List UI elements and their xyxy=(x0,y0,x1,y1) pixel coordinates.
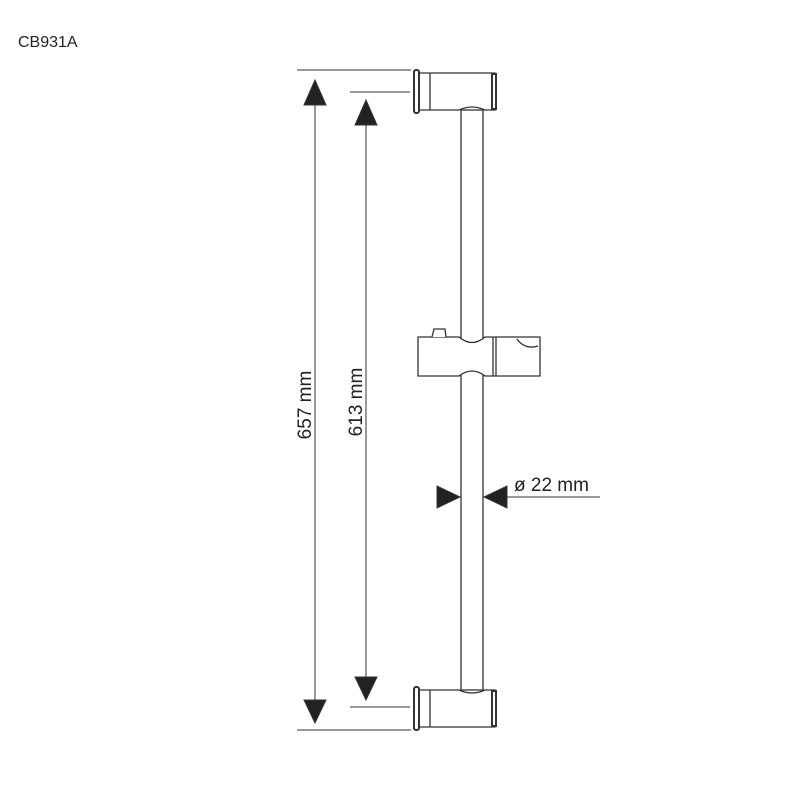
dimension-total-length xyxy=(297,69,411,731)
top-wall-bracket xyxy=(413,69,497,114)
dimension-center-distance xyxy=(350,91,410,708)
total-length-label: 657 mm xyxy=(295,371,316,440)
model-code: CB931A xyxy=(18,34,78,51)
dimension-bar-diameter xyxy=(436,485,600,509)
slide-bar xyxy=(460,109,484,691)
handset-slider xyxy=(417,328,541,377)
bar-diameter-label: ø 22 mm xyxy=(514,475,589,496)
bottom-wall-bracket xyxy=(413,686,497,731)
center-distance-label: 613 mm xyxy=(346,368,367,437)
